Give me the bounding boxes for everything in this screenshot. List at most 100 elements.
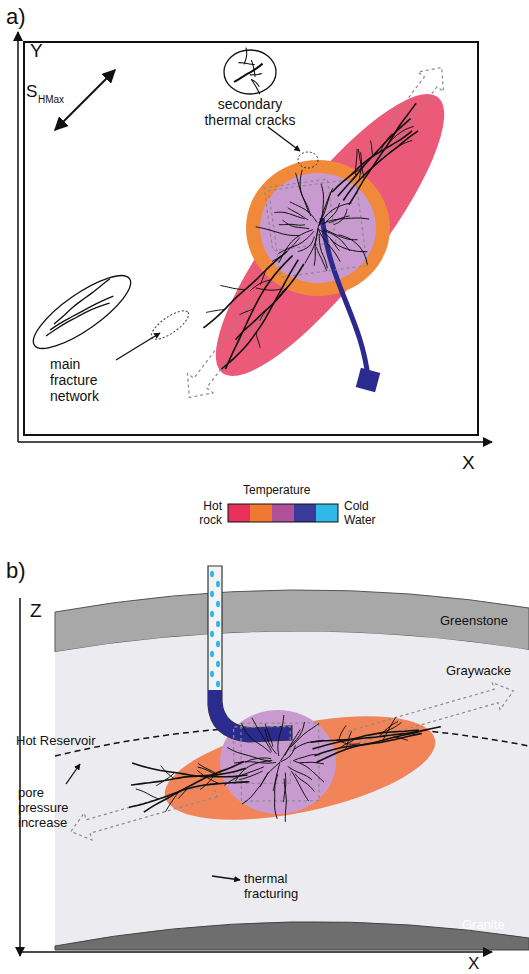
fracture-line (260, 270, 265, 285)
well-trajectory (322, 218, 368, 378)
text-label: secondary thermal cracks (200, 96, 300, 128)
fracture-line (278, 715, 284, 756)
fracture-line (291, 771, 308, 801)
fracture-line (274, 212, 304, 219)
text-label: Hot Reservoir (16, 734, 95, 749)
fracture-line (319, 203, 352, 226)
fracture-line (358, 149, 364, 178)
x-axis (18, 441, 492, 443)
text-label: Hot rock (188, 500, 222, 528)
fracture-line (281, 745, 295, 761)
text-label: HMax (38, 94, 64, 106)
fracture-line (388, 140, 413, 154)
fracture-line (294, 761, 324, 782)
water-droplet (216, 681, 220, 687)
fracture-line (314, 733, 421, 755)
fracture-line (234, 64, 263, 82)
fracture-line (312, 730, 418, 749)
text-label: Temperature (243, 484, 310, 498)
text-label: Cold Water (344, 500, 384, 528)
hot-zone (184, 68, 475, 403)
fracture-line (256, 227, 299, 236)
fracture-line (265, 729, 277, 754)
fracture-line (245, 758, 271, 762)
text-label: Granite (462, 918, 505, 933)
fracture-line (200, 772, 218, 789)
text-label: Graywacke (446, 664, 511, 679)
fracture-line (338, 119, 411, 197)
fracture-line (323, 230, 350, 251)
fracture-line (349, 103, 416, 205)
fracture-line (225, 255, 292, 369)
fracture-line (136, 789, 159, 799)
leader-arrow (66, 764, 80, 784)
fracture-line (339, 726, 346, 742)
fracture-line (242, 772, 268, 804)
fracture-line (244, 48, 247, 65)
fracture-line (236, 264, 304, 340)
water-droplet (210, 571, 214, 577)
text-label: X (468, 954, 479, 974)
fracture-line (279, 224, 305, 226)
fracture-line (343, 131, 418, 201)
text-label: X (462, 452, 475, 474)
fracture-line (296, 173, 311, 216)
fracture-line (318, 228, 340, 262)
fracture-line (50, 296, 113, 330)
fracture-line (332, 131, 412, 192)
temperature-bar (228, 504, 338, 522)
fracture-line (316, 727, 440, 763)
leader-arrow (212, 876, 240, 880)
text-label: thermal fracturing (244, 872, 314, 902)
text-label: a) (6, 4, 26, 29)
fracture-line (331, 240, 368, 252)
fracture-line (131, 768, 246, 785)
fracture-line (165, 791, 180, 812)
fracture-line (240, 309, 254, 315)
x-axis (20, 951, 492, 953)
fracture-line (284, 779, 286, 822)
pressure-arrow (348, 683, 513, 745)
map-frame (24, 42, 478, 435)
fracture-line (290, 202, 317, 223)
pressure-arrow (187, 297, 268, 397)
inset-marker (298, 152, 318, 168)
text-label: pore pressure increase (18, 786, 82, 831)
leader-arrow (116, 333, 160, 360)
water-droplet (216, 581, 220, 587)
fracture-line (316, 247, 326, 271)
fracture-line (279, 230, 313, 263)
water-droplet (216, 641, 220, 647)
fracture-line (300, 762, 324, 764)
fracture-line (54, 279, 110, 324)
fracture-line (273, 762, 280, 791)
text-label: b) (6, 558, 26, 583)
fracture-line (339, 235, 368, 265)
fracture-line (325, 203, 340, 223)
water-droplet (216, 661, 220, 667)
fracture-line (393, 737, 408, 740)
water-droplet (210, 671, 214, 677)
fracture-line (285, 722, 305, 755)
fracture-line (144, 762, 244, 813)
fracture-line (391, 126, 414, 141)
fracture-line (265, 724, 273, 747)
water-droplet (216, 621, 220, 627)
stress-diamond (269, 179, 368, 278)
fracture-line (132, 763, 247, 777)
fracture-line (161, 765, 174, 778)
fracture-line (250, 73, 262, 74)
fracture-line (356, 149, 358, 177)
fracture-line (311, 731, 420, 742)
fracture-line (206, 309, 225, 312)
fracture-line (220, 285, 245, 289)
water-droplet (210, 651, 214, 657)
fracture-line (256, 288, 282, 290)
text-label: Greenstone (440, 614, 508, 629)
granite-layer (55, 922, 529, 950)
fracture-line (370, 141, 372, 156)
fracture-line (319, 230, 339, 251)
warm-zone (156, 696, 444, 839)
fracture-line (260, 762, 280, 787)
